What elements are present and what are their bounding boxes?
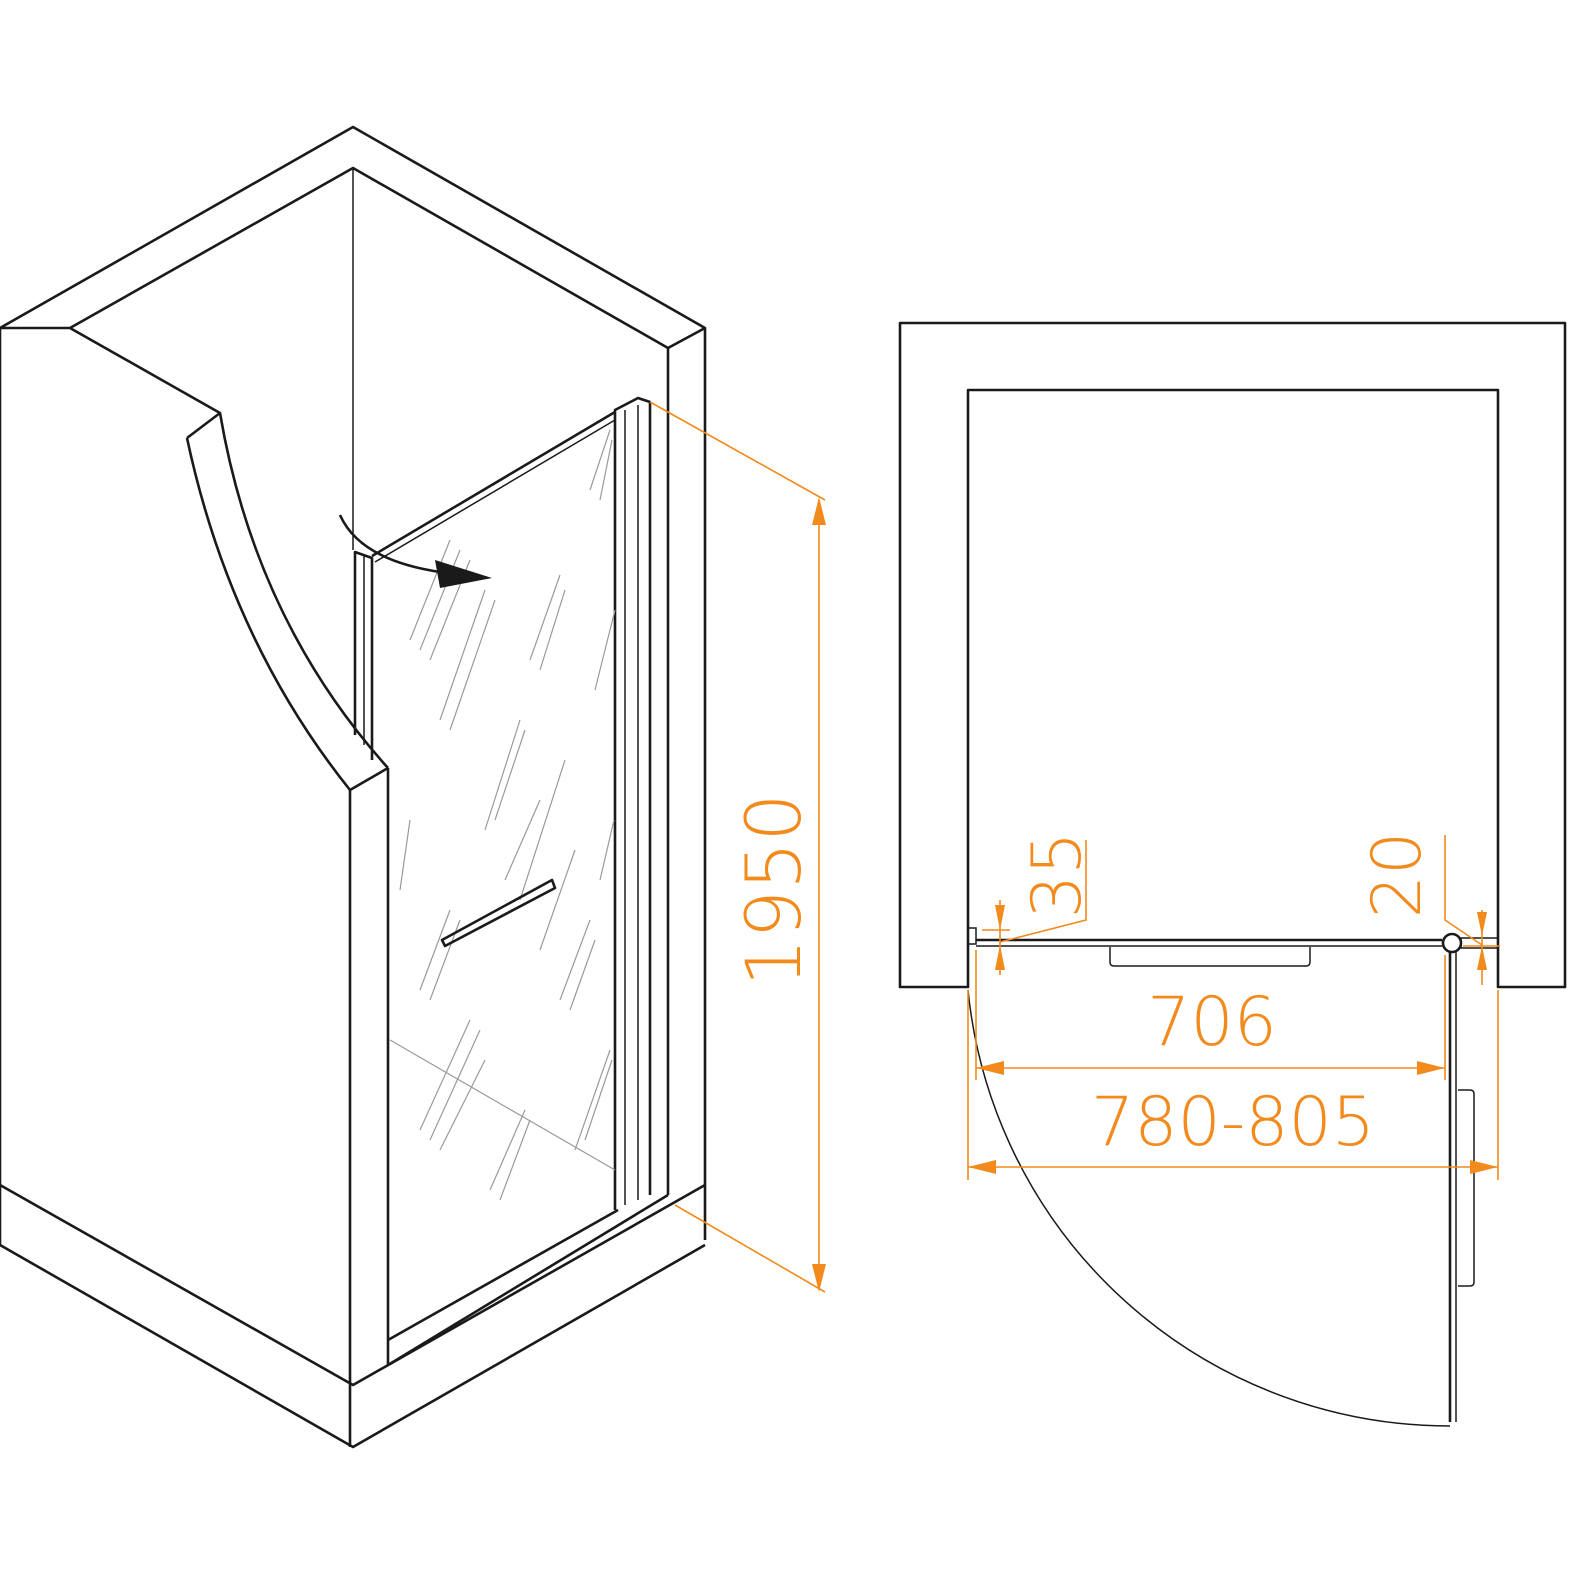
door-swing-arc bbox=[967, 989, 1451, 1427]
plan-view: 706 780-805 35 20 bbox=[898, 321, 1567, 1427]
plan-door-open bbox=[967, 952, 1475, 1427]
left-profile-label: 35 bbox=[1018, 832, 1097, 919]
total-width-label: 780-805 bbox=[1091, 1083, 1375, 1162]
right-profile-label: 20 bbox=[1358, 832, 1437, 919]
opening-width-label: 706 bbox=[1147, 983, 1277, 1062]
isometric-view: 1950 bbox=[0, 125, 826, 1449]
glass-texture bbox=[399, 429, 616, 1201]
shower-tray bbox=[0, 1183, 706, 1449]
wall-outline bbox=[0, 125, 707, 1447]
door-panel bbox=[353, 396, 652, 1210]
height-dimension: 1950 bbox=[649, 401, 826, 1293]
plan-dimensions: 706 780-805 35 20 bbox=[967, 832, 1500, 1180]
door-swing-arrow-icon bbox=[338, 514, 492, 588]
plan-walls bbox=[898, 321, 1567, 989]
plan-door-closed bbox=[967, 927, 1499, 967]
door-handle bbox=[440, 878, 557, 948]
height-label: 1950 bbox=[729, 793, 818, 986]
